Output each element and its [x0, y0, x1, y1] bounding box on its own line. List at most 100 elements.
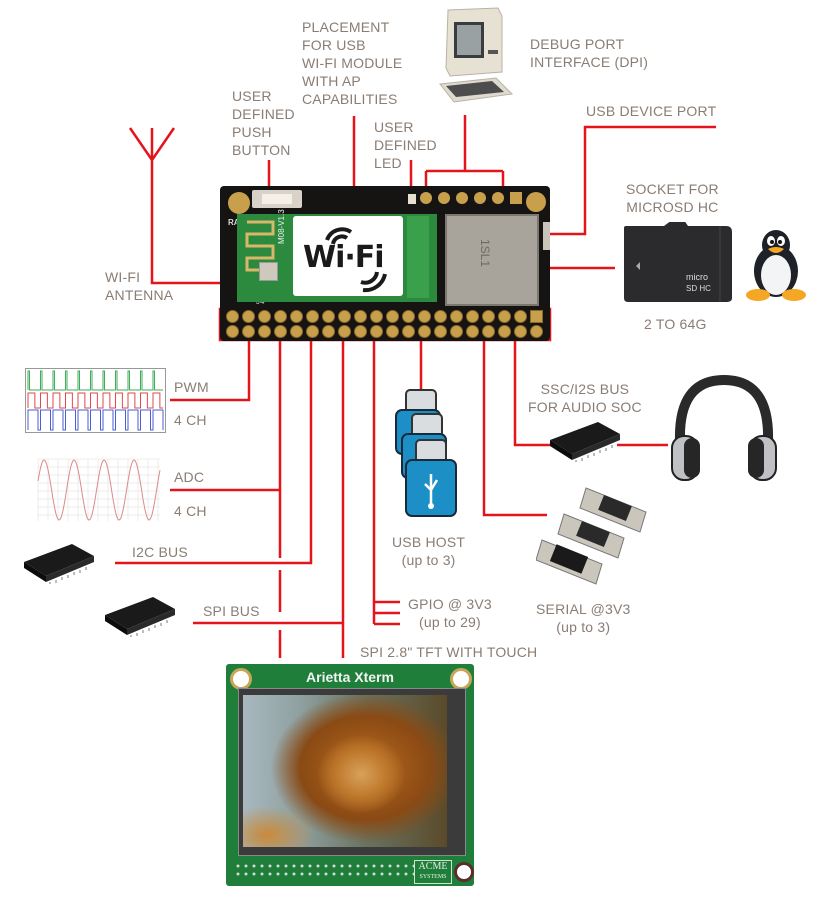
header-pin — [482, 325, 495, 338]
microsd-socket: 1SL1 — [445, 214, 539, 306]
header-pin — [530, 325, 543, 338]
header-pin — [530, 310, 543, 323]
mount-hole — [228, 192, 250, 214]
silk-ra: RA — [228, 218, 240, 227]
pwm-waveform-image — [25, 368, 166, 433]
header-pin — [402, 310, 415, 323]
pwm-trace — [27, 392, 163, 409]
label-usb-host: USB HOST (up to 3) — [392, 534, 466, 568]
header-pin — [450, 310, 463, 323]
header-pin — [242, 310, 255, 323]
wire-spi-bus — [193, 570, 343, 658]
mount-hole — [454, 862, 474, 882]
header-pin — [466, 325, 479, 338]
header-pin — [290, 310, 303, 323]
module-code: M08-V1.3 — [277, 209, 286, 244]
microsd-type: SD HC — [686, 284, 711, 293]
user-led — [408, 194, 416, 204]
label-ssc-i2s: SSC/I2S BUS FOR AUDIO SOC — [528, 381, 642, 415]
label-i2c-bus: I2C BUS — [132, 544, 188, 560]
header-pin — [306, 325, 319, 338]
db9-connector — [557, 513, 625, 559]
label-user-led: USER DEFINED LED — [374, 119, 437, 171]
pwm-trace — [27, 409, 164, 431]
header-pin — [226, 310, 239, 323]
header-pin — [322, 325, 335, 338]
audio-soc-chip-icon — [550, 422, 620, 462]
serial-db9-connectors-icon — [536, 487, 647, 585]
label-usb-wifi-placement: PLACEMENT FOR USB WI-FI MODULE WITH AP C… — [302, 19, 403, 107]
header-pin — [274, 310, 287, 323]
label-pwm: PWM — [174, 379, 209, 395]
usb-host-sticks-icon — [395, 389, 457, 517]
wire-adc — [170, 340, 282, 558]
header-pin — [322, 310, 335, 323]
wifi-sticker: Wi·Fi — [293, 216, 403, 296]
header-pin — [274, 325, 287, 338]
header-pin — [386, 325, 399, 338]
tft-header-pins — [234, 862, 414, 880]
db9-connector — [579, 487, 647, 533]
label-spi-tft: SPI 2.8" TFT WITH TOUCH — [360, 644, 538, 660]
wire-usb-device-port — [550, 125, 716, 236]
wire-debug-port — [424, 115, 505, 188]
i2c-chip-icon — [24, 544, 94, 584]
wifi-signal-icon — [325, 227, 387, 293]
header-pin — [226, 325, 239, 338]
tft-board-title: Arietta Xterm — [306, 669, 394, 685]
label-adc-channels: 4 CH — [174, 503, 207, 519]
header-pin — [514, 310, 527, 323]
header-pin — [514, 325, 527, 338]
push-button[interactable] — [252, 190, 302, 208]
microsd-brand: micro — [686, 272, 708, 282]
wire-gpio — [372, 340, 400, 626]
debug-port-pins — [420, 192, 530, 206]
label-gpio: GPIO @ 3V3 (up to 29) — [408, 596, 492, 630]
mount-hole — [526, 192, 546, 212]
label-spi-bus: SPI BUS — [203, 603, 260, 619]
pcb-antenna-trace — [245, 220, 275, 272]
header-pin — [450, 325, 463, 338]
header-pin — [242, 325, 255, 338]
header-pin — [370, 325, 383, 338]
wifi-antenna-symbol — [128, 127, 278, 285]
header-pin — [386, 310, 399, 323]
wire-i2c — [115, 340, 313, 565]
lion-photo — [243, 695, 447, 847]
wifi-module: M08-V1.3 Wi·Fi — [237, 209, 437, 302]
wifi-logo: Wi·Fi — [303, 240, 385, 275]
terminal-computer-icon — [439, 7, 514, 103]
tft-touch-panel — [238, 688, 466, 856]
header-pin — [434, 310, 447, 323]
header-pin — [498, 325, 511, 338]
header-pin — [338, 325, 351, 338]
header-pin — [258, 325, 271, 338]
adc-sine-image — [37, 458, 161, 521]
label-wifi-antenna: WI-FI ANTENNA — [105, 269, 174, 303]
header-pin — [306, 310, 319, 323]
label-pwm-channels: 4 CH — [174, 412, 207, 428]
label-user-push-button: USER DEFINED PUSH BUTTON — [232, 88, 295, 158]
acme-systems-logo: ACME SYSTEMS — [414, 860, 452, 884]
headphones-icon — [671, 374, 777, 481]
label-microsd-capacity: 2 TO 64G — [644, 316, 707, 332]
arietta-g25-board: RA J4 M08-V1.3 Wi·Fi 1S — [220, 186, 550, 341]
usb-device-port — [543, 222, 550, 250]
label-serial: SERIAL @3V3 (up to 3) — [536, 601, 631, 635]
header-pin — [258, 310, 271, 323]
label-adc: ADC — [174, 469, 205, 485]
label-usb-device-port: USB DEVICE PORT — [586, 103, 717, 119]
module-pins — [407, 216, 429, 298]
header-pin — [434, 325, 447, 338]
usb-stick — [405, 439, 457, 517]
header-pin — [418, 310, 431, 323]
arietta-xterm-tft-board: Arietta Xterm ACME SYSTEMS — [226, 664, 474, 886]
pwm-trace — [27, 370, 163, 391]
label-socket-microsd: SOCKET FOR MICROSD HC — [626, 181, 719, 215]
header-pin — [290, 325, 303, 338]
spi-chip-icon — [105, 597, 175, 637]
wire-ssc-i2s — [513, 340, 668, 447]
socket-mark: 1SL1 — [478, 238, 493, 268]
header-pin — [354, 310, 367, 323]
